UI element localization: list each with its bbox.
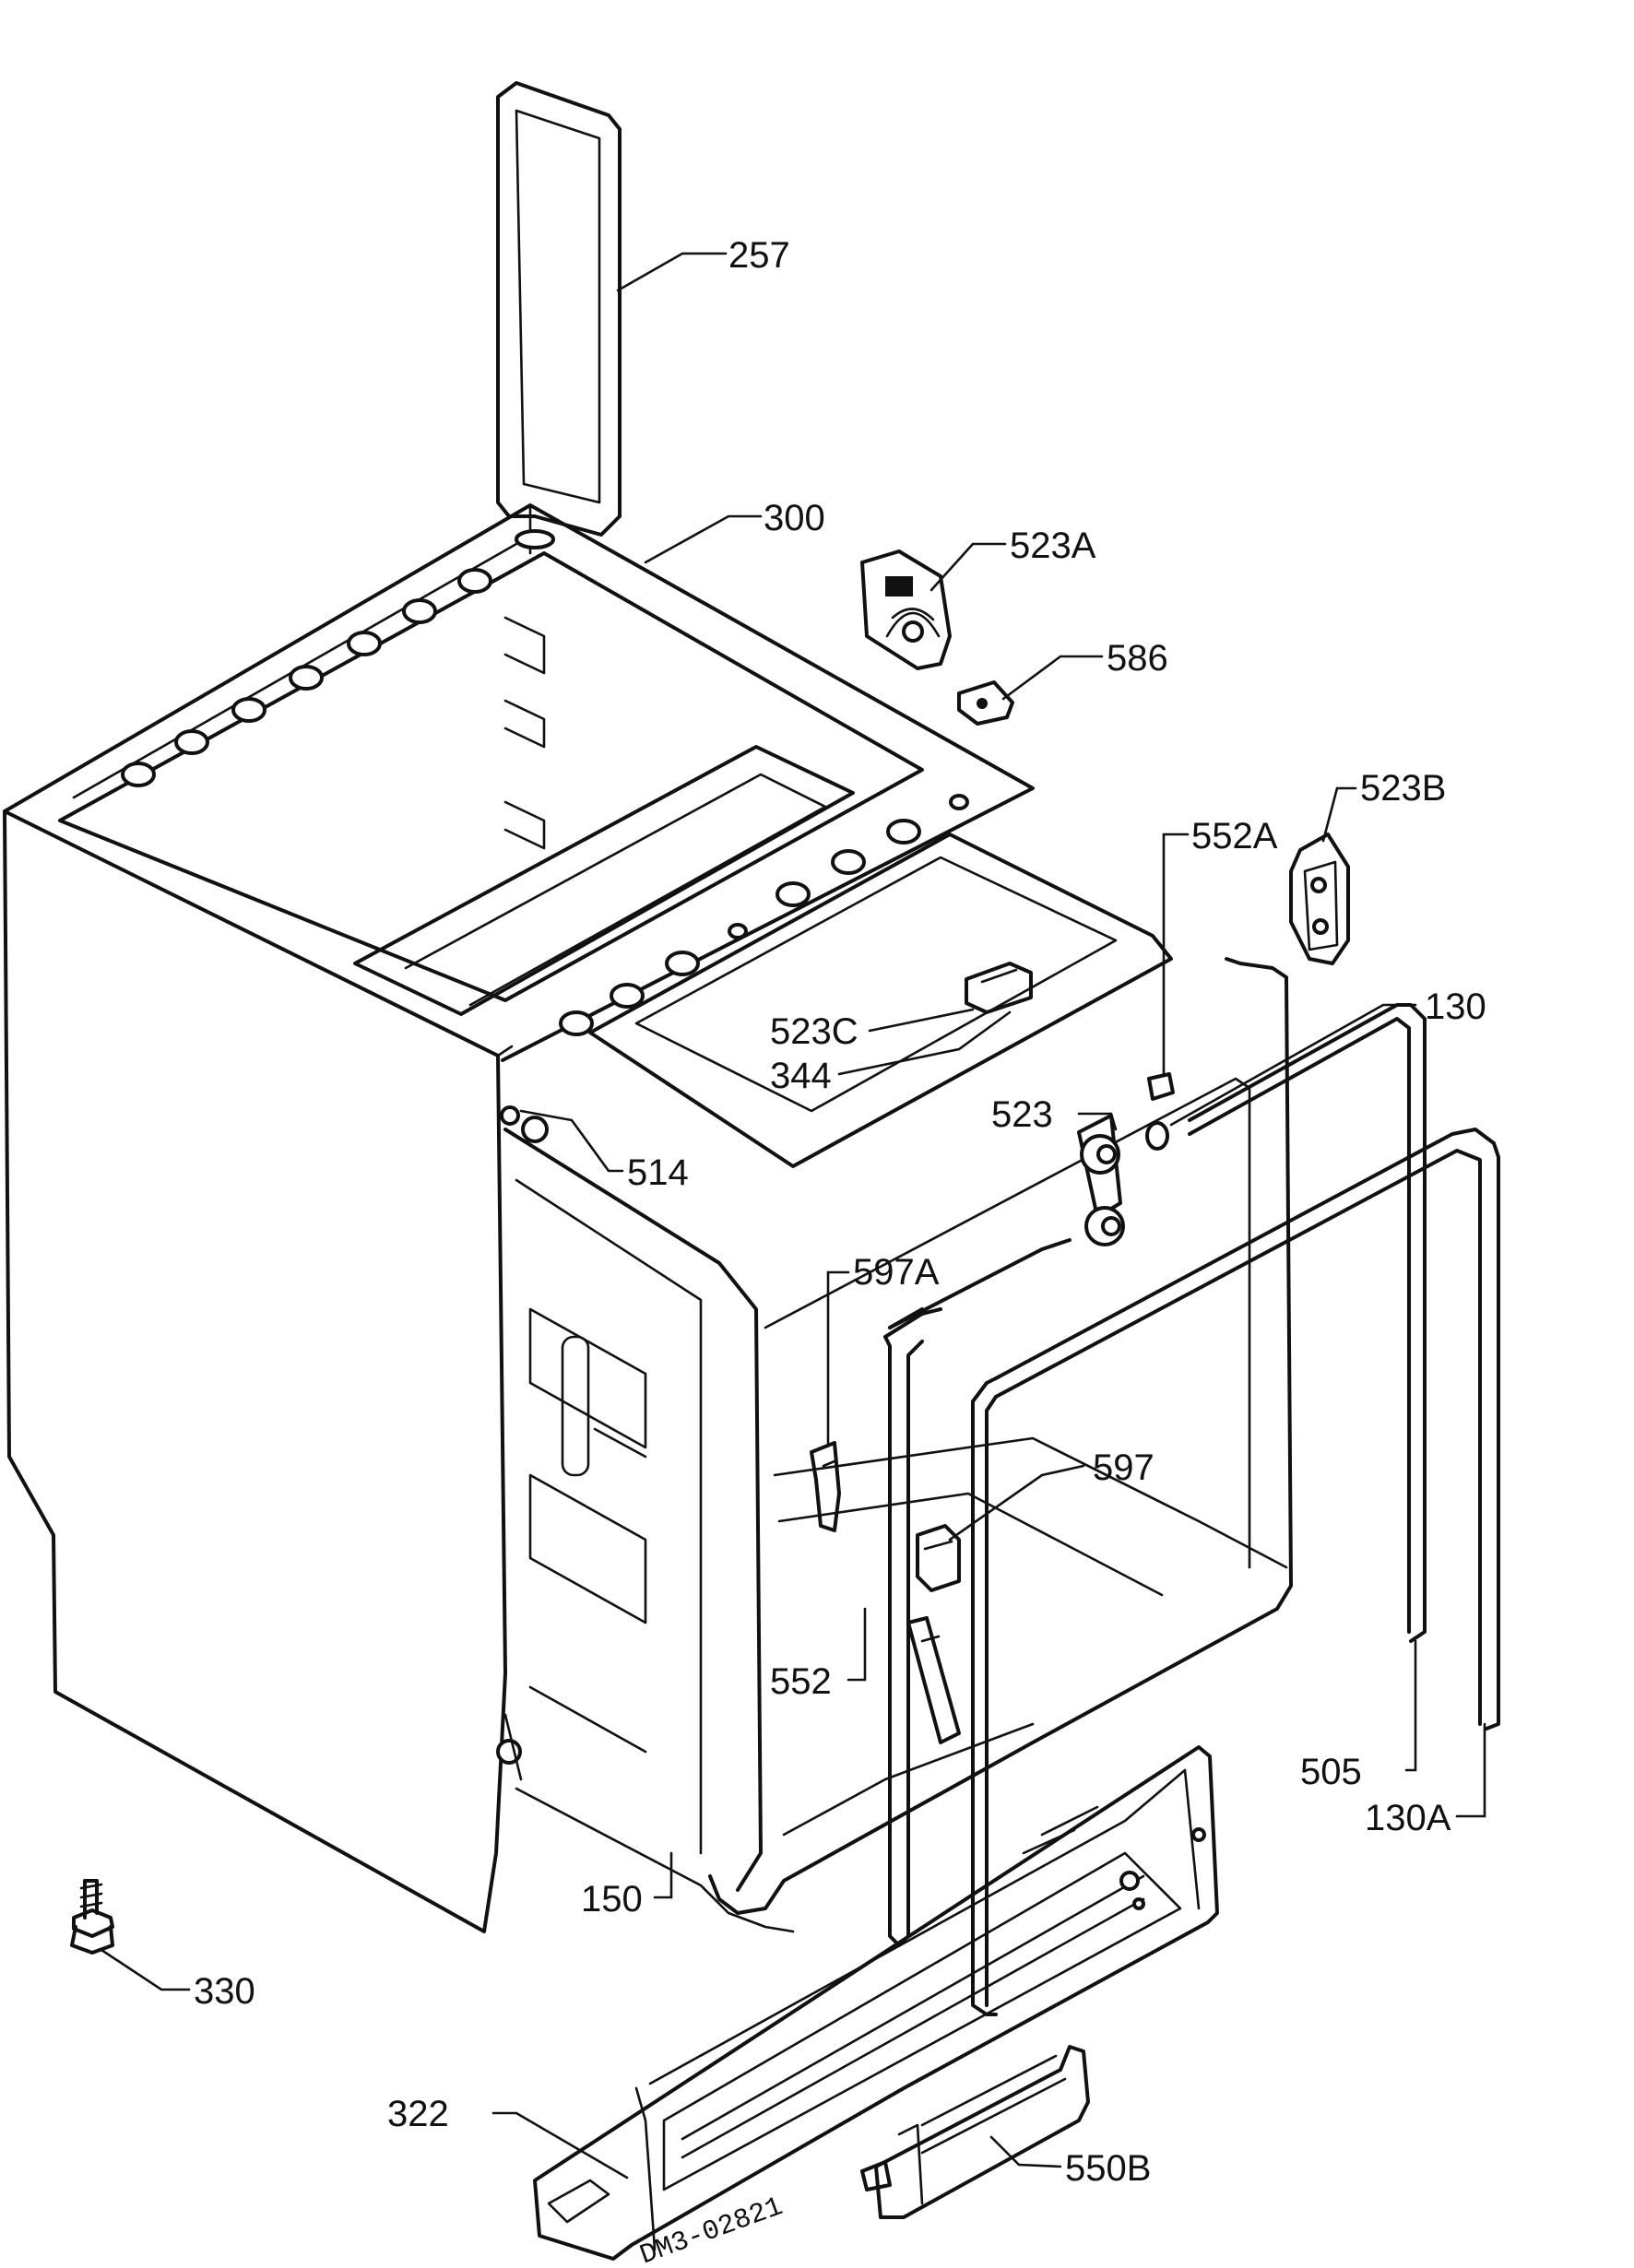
label-330: 330	[194, 1971, 255, 2012]
label-344: 344	[770, 1056, 832, 1096]
part-322-base-rail	[533, 1745, 1219, 2261]
part-597-clip	[916, 1524, 961, 1592]
part-597a-hinge	[810, 1441, 841, 1532]
part-257-vertical-strip	[496, 81, 622, 537]
part-150-base	[515, 1787, 795, 1933]
label-505: 505	[1300, 1752, 1362, 1792]
part-586-clip	[957, 680, 1014, 726]
part-552-strip	[906, 1616, 961, 1744]
label-597a: 597A	[853, 1252, 940, 1293]
label-257: 257	[728, 235, 790, 276]
part-130-door-seal	[888, 1003, 1500, 2016]
leader-lines	[100, 252, 1486, 2179]
part-300-cabinet-frame	[3, 503, 1293, 1933]
part-523a-bracket	[860, 549, 952, 670]
label-523c: 523C	[770, 1011, 858, 1052]
label-523a: 523A	[1010, 526, 1096, 566]
label-552: 552	[770, 1661, 832, 1702]
label-597: 597	[1093, 1447, 1154, 1488]
label-523b: 523B	[1360, 768, 1446, 809]
part-523c-tab	[965, 962, 1033, 1014]
part-330-foot-screw	[70, 1879, 114, 1955]
label-514: 514	[627, 1152, 689, 1193]
label-552a: 552A	[1191, 816, 1278, 856]
part-523-rollers	[1077, 1114, 1125, 1246]
label-150: 150	[581, 1879, 643, 1920]
label-130a: 130A	[1365, 1798, 1451, 1838]
part-505-door-frame	[883, 1238, 1072, 1947]
label-586: 586	[1107, 638, 1168, 679]
label-550b: 550B	[1065, 2148, 1151, 2189]
part-523b-bracket	[1289, 833, 1350, 965]
label-523: 523	[991, 1094, 1053, 1135]
label-130: 130	[1425, 986, 1486, 1027]
label-300: 300	[764, 498, 825, 538]
part-130-ring	[1145, 1121, 1169, 1151]
part-550b-bracket	[860, 2045, 1090, 2219]
label-322: 322	[387, 2094, 449, 2134]
part-552a-screw	[1147, 1072, 1175, 1101]
